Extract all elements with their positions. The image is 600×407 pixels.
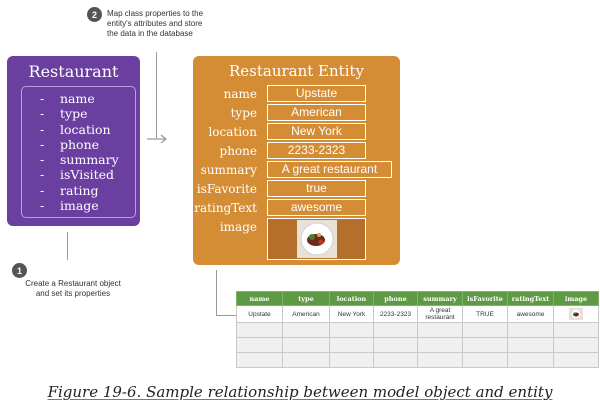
column-header: name bbox=[236, 291, 283, 306]
table-cell bbox=[507, 322, 554, 338]
table-cell bbox=[282, 337, 330, 353]
property-item: -phone bbox=[40, 136, 100, 152]
mapping-connector bbox=[156, 52, 157, 138]
column-header: isFavorite bbox=[462, 291, 508, 306]
table-cell bbox=[329, 352, 374, 368]
step-1-connector bbox=[67, 232, 68, 260]
table-cell bbox=[373, 322, 418, 338]
food-photo-icon bbox=[297, 220, 337, 258]
table-cell bbox=[553, 322, 599, 338]
property-item: -name bbox=[40, 91, 95, 106]
attr-label-type: type bbox=[230, 106, 257, 120]
table-cell bbox=[329, 322, 374, 338]
table-cell bbox=[507, 337, 554, 353]
restaurant-class-box: Restaurant -name -type -location -phone … bbox=[7, 56, 140, 226]
table-cell bbox=[417, 322, 463, 338]
column-header: phone bbox=[373, 291, 418, 306]
table-cell bbox=[236, 352, 283, 368]
table-cell bbox=[282, 352, 330, 368]
table-cell bbox=[236, 337, 283, 353]
property-item: -isVisited bbox=[40, 167, 115, 183]
step-2-badge: 2 bbox=[87, 7, 102, 22]
table-row bbox=[236, 352, 599, 368]
table-row bbox=[236, 337, 599, 353]
attr-label-isfavorite: isFavorite bbox=[196, 182, 257, 196]
attr-value-ratingtext: awesome bbox=[267, 199, 366, 216]
attr-value-isfavorite: true bbox=[267, 180, 366, 197]
table-cell bbox=[462, 352, 508, 368]
property-item: -summary bbox=[40, 152, 119, 168]
table-cell: awesome bbox=[507, 305, 554, 323]
table-cell: American bbox=[282, 305, 330, 323]
table-row bbox=[236, 322, 599, 338]
attr-value-location: New York bbox=[267, 123, 366, 140]
attr-label-image: image bbox=[219, 220, 257, 234]
table-cell bbox=[553, 337, 599, 353]
food-thumbnail-icon bbox=[569, 308, 583, 320]
table-cell bbox=[462, 322, 508, 338]
table-cell bbox=[373, 337, 418, 353]
property-item: -image bbox=[40, 198, 99, 214]
table-cell bbox=[507, 352, 554, 368]
attr-value-summary: A great restaurant bbox=[267, 161, 392, 178]
table-cell bbox=[417, 352, 463, 368]
step-1-description: Create a Restaurant object and set its p… bbox=[25, 279, 121, 298]
attr-label-summary: summary bbox=[200, 163, 257, 177]
property-item: -rating bbox=[40, 182, 99, 198]
attr-value-type: American bbox=[267, 104, 366, 121]
column-header: image bbox=[553, 291, 599, 306]
table-cell: Upstate bbox=[236, 305, 283, 323]
attr-label-phone: phone bbox=[219, 144, 257, 158]
column-header: location bbox=[329, 291, 374, 306]
table-cell bbox=[373, 352, 418, 368]
table-cell: New York bbox=[329, 305, 374, 323]
restaurant-properties-panel: -name -type -location -phone -summary -i… bbox=[21, 86, 136, 218]
attr-value-image bbox=[267, 218, 366, 260]
entity-title: Restaurant Entity bbox=[228, 62, 364, 80]
figure-caption: Figure 19-6. Sample relationship between… bbox=[47, 383, 553, 401]
table-cell: 2233-2323 bbox=[373, 305, 418, 323]
table-cell bbox=[462, 337, 508, 353]
column-header: type bbox=[282, 291, 330, 306]
storage-connector-horizontal bbox=[216, 315, 236, 316]
property-item: -type bbox=[40, 106, 88, 122]
restaurant-class-title: Restaurant bbox=[28, 62, 119, 81]
table-cell bbox=[553, 352, 599, 368]
table-cell bbox=[329, 337, 374, 353]
table-row: Upstate American New York 2233-2323 A gr… bbox=[236, 305, 599, 323]
step-2-description: Map class properties to the entity's att… bbox=[107, 9, 204, 38]
attr-label-ratingtext: ratingText bbox=[194, 201, 257, 215]
table-cell: TRUE bbox=[462, 305, 508, 323]
attr-value-phone: 2233-2323 bbox=[267, 142, 366, 159]
table-cell bbox=[236, 322, 283, 338]
column-header: ratingText bbox=[507, 291, 554, 306]
column-header: summary bbox=[417, 291, 463, 306]
arrow-right-icon bbox=[147, 134, 167, 144]
storage-connector bbox=[216, 270, 217, 316]
property-item: -location bbox=[40, 121, 111, 137]
step-1-badge: 1 bbox=[12, 263, 27, 278]
database-table: name type location phone summary isFavor… bbox=[236, 291, 599, 368]
restaurant-properties-list: -name -type -location -phone -summary -i… bbox=[40, 91, 119, 213]
restaurant-entity-box: Restaurant Entity name Upstate type Amer… bbox=[193, 56, 400, 265]
attr-label-name: name bbox=[223, 87, 257, 101]
table-cell bbox=[282, 322, 330, 338]
table-cell: A great restaurant bbox=[417, 305, 463, 323]
table-cell-image bbox=[553, 305, 599, 323]
table-cell bbox=[417, 337, 463, 353]
attr-label-location: location bbox=[208, 125, 257, 139]
attr-value-name: Upstate bbox=[267, 85, 366, 102]
table-header-row: name type location phone summary isFavor… bbox=[236, 291, 599, 306]
